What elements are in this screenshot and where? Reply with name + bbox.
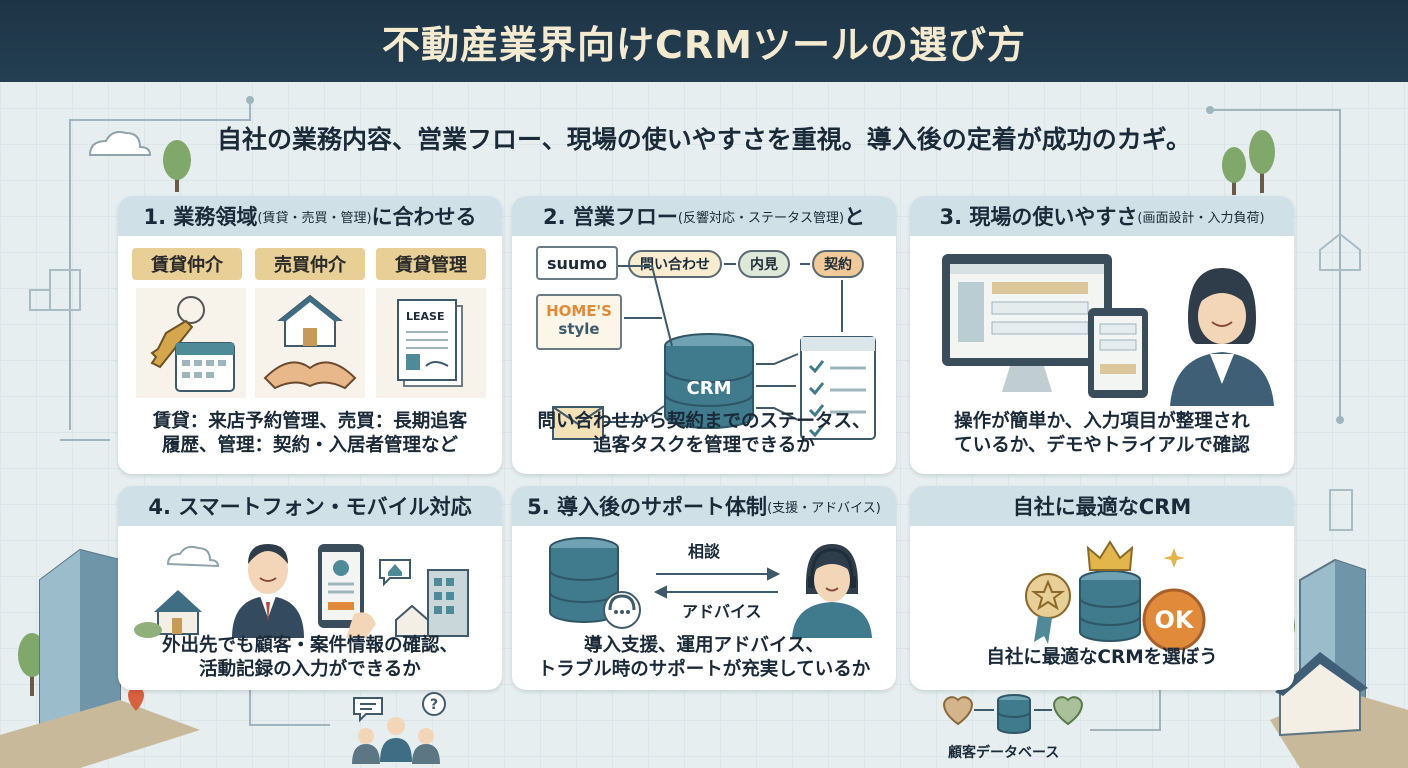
card-3-text-line-2: ているか、デモやトライアルで確認 [954, 435, 1250, 456]
card-post-implementation-support: 5. 導入後のサポート体制(支援・アドバイス) 相談 アドバイス [512, 486, 896, 690]
crm-label: CRM [687, 378, 732, 399]
card-mobile-support: 4. スマートフォン・モバイル対応 外出先でも顧客・案件情報の確認、 活動記録の… [118, 486, 502, 690]
card-4-text-line-2: 活動記録の入力ができるか [199, 659, 421, 680]
best-crm-illustration [1025, 540, 1206, 650]
card-2-subtitle: (反響対応・ステータス管理) [677, 210, 845, 226]
card-1-title-suffix: に合わせる [371, 205, 477, 229]
page-title: 不動産業界向けCRMツールの選び方 [382, 22, 1026, 67]
card-usability: 3. 現場の使いやすさ(画面設計・入力負荷) 操作が簡単か、 [910, 196, 1294, 474]
homes-logo-text: HOME'S [546, 302, 612, 320]
card-3-heading: 3. 現場の使いやすさ(画面設計・入力負荷) [910, 196, 1294, 236]
card-sales-flow: 2. 営業フロー(反響対応・ステータス管理)と suumo HOME'S sty… [512, 196, 896, 474]
card-6-text-line-1: 自社に最適なCRMを選ぼう [986, 647, 1218, 668]
card-3-subtitle: (画面設計・入力負荷) [1137, 210, 1265, 226]
card-4-heading: 4. スマートフォン・モバイル対応 [118, 486, 502, 526]
support-database-icon [549, 537, 641, 629]
card-2-heading: 2. 営業フロー(反響対応・ステータス管理)と [512, 196, 896, 236]
customer-database-caption: 顧客データベース [948, 745, 1060, 761]
customer-database-icon [942, 694, 1084, 734]
suumo-logo: suumo [536, 246, 618, 280]
card-4-title: 4. スマートフォン・モバイル対応 [148, 495, 472, 519]
card-5-title: 5. 導入後のサポート体制 [527, 495, 768, 519]
monitor-tablet-icon [942, 254, 1148, 398]
card-6-title: 自社に最適なCRM [1012, 495, 1192, 519]
card-2-text-line-2: 追客タスクを管理できるか [593, 435, 815, 456]
status-pill-contract: 契約 [812, 250, 864, 278]
homes-logo-style-text: style [558, 320, 600, 338]
flow-arrows [604, 263, 843, 423]
card-5-text-line-2: トラブル時のサポートが充実しているか [537, 659, 871, 680]
card-2-title: 2. 営業フロー [542, 205, 678, 229]
status-pill-inquiry: 問い合わせ [628, 250, 722, 278]
card-5-heading: 5. 導入後のサポート体制(支援・アドバイス) [512, 486, 896, 526]
tag-rental-brokerage: 賃貸仲介 [132, 248, 242, 280]
card-business-area: 1. 業務領域(賃貸・売買・管理)に合わせる 賃貸仲介 売買仲介 賃貸管理 LE… [118, 196, 502, 474]
card-1-text-line-2: 履歴、管理：契約・入居者管理など [161, 435, 458, 456]
card-1-heading: 1. 業務領域(賃貸・売買・管理)に合わせる [118, 196, 502, 236]
card-5-text-line-1: 導入支援、運用アドバイス、 [584, 635, 824, 656]
ok-badge-label: OK [1154, 606, 1194, 634]
mobile-salesperson-illustration [134, 544, 469, 638]
task-checklist-icon [800, 336, 876, 440]
card-5-subtitle: (支援・アドバイス) [767, 500, 881, 516]
arrow-consult-label: 相談 [688, 542, 721, 561]
card-2-title-suffix: と [844, 205, 866, 229]
subtitle: 自社の業務内容、営業フロー、現場の使いやすさを重視。導入後の定着が成功のカギ。 [216, 125, 1191, 154]
card-1-title: 1. 業務領域 [143, 205, 258, 229]
key-calendar-icon [136, 288, 246, 398]
lease-label: LEASE [406, 310, 444, 323]
support-operator-avatar [792, 544, 872, 638]
card-6-heading: 自社に最適なCRM [910, 486, 1294, 526]
card-3-title: 3. 現場の使いやすさ [939, 205, 1138, 229]
lease-document-icon: LEASE [376, 288, 486, 398]
mail-icon [552, 406, 604, 440]
staff-woman-avatar [1170, 268, 1274, 406]
customer-group-icon: ? [352, 692, 446, 764]
card-1-text-line-1: 賃貸：来店予約管理、売買：長期追客 [152, 411, 468, 432]
card-best-crm: 自社に最適なCRM OK 自社に最適なCRMを選ぼう [910, 486, 1294, 690]
card-4-text-line-1: 外出先でも顧客・案件情報の確認、 [161, 635, 458, 656]
consult-advice-arrows [653, 567, 781, 599]
status-pill-viewing: 内見 [738, 250, 790, 278]
card-3-text-line-1: 操作が簡単か、入力項目が整理され [954, 411, 1250, 432]
tag-sales-brokerage: 売買仲介 [255, 248, 365, 280]
tag-rental-management: 賃貸管理 [376, 248, 486, 280]
suumo-logo-text: suumo [547, 253, 607, 273]
handshake-house-icon [255, 288, 365, 398]
card-2-text-line-1: 問い合わせから契約までのステータス、 [537, 411, 871, 432]
card-1-subtitle: (賃貸・売買・管理) [257, 210, 372, 226]
homes-logo: HOME'S style [536, 294, 622, 350]
crm-database-icon: CRM [664, 333, 754, 429]
arrow-advice-label: アドバイス [682, 602, 762, 621]
svg-text:?: ? [430, 697, 438, 713]
header-banner: 不動産業界向けCRMツールの選び方 [0, 0, 1408, 82]
